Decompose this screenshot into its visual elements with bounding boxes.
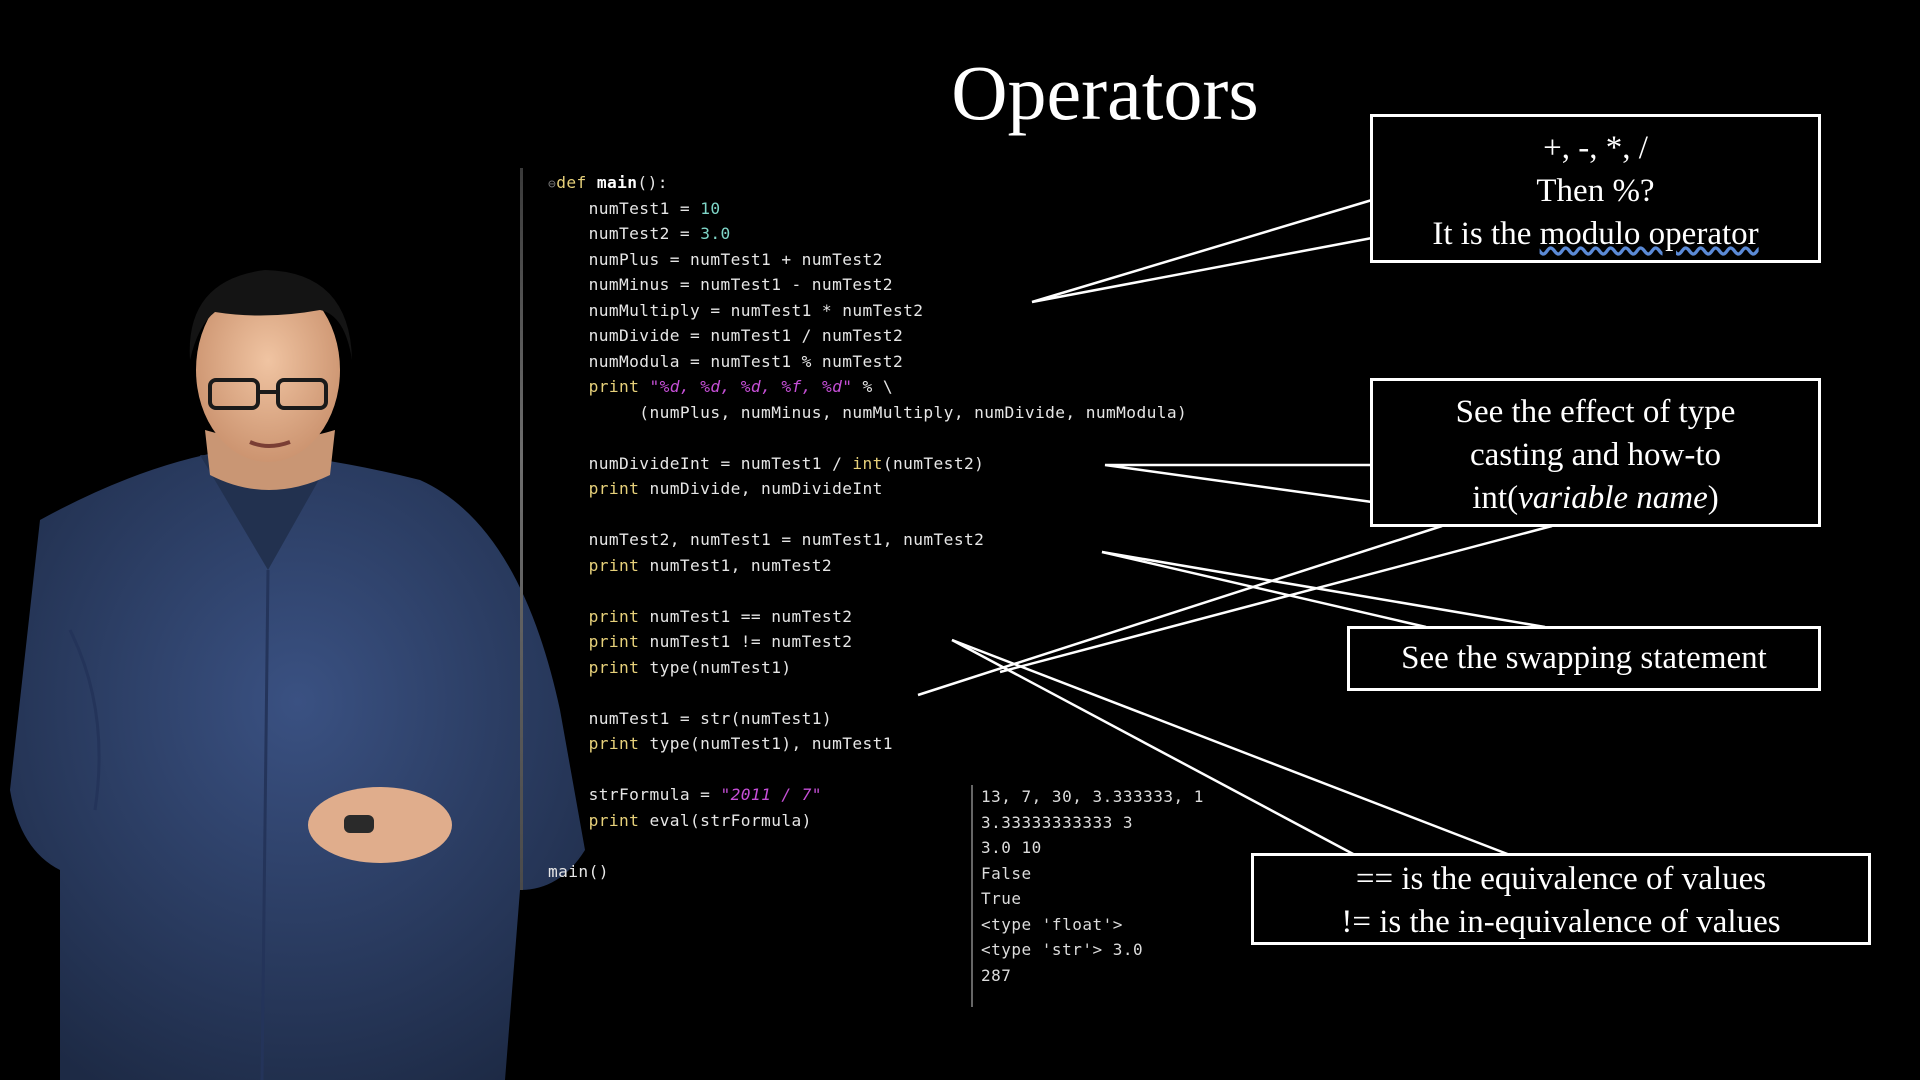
editor-gutter-divider bbox=[520, 168, 523, 890]
code-line: print type(numTest1), numTest1 bbox=[548, 734, 893, 753]
code-line: main() bbox=[548, 861, 609, 881]
code-line: numTest1 = 10 bbox=[548, 198, 721, 218]
code-line: print numTest1 != numTest2 bbox=[548, 632, 853, 651]
output-line: 287 bbox=[981, 965, 1012, 985]
output-line: <type 'str'> 3.0 bbox=[981, 940, 1144, 959]
output-line: 3.33333333333 3 bbox=[981, 812, 1133, 832]
type-casting-callout: See the effect of type casting and how-t… bbox=[1370, 378, 1821, 527]
code-line bbox=[548, 578, 1187, 604]
code-line: print numDivide, numDivideInt bbox=[548, 479, 883, 498]
code-line: numModula = numTest1 % numTest2 bbox=[548, 351, 904, 371]
presenter-face bbox=[196, 278, 340, 462]
code-line: numPlus = numTest1 + numTest2 bbox=[548, 249, 883, 269]
output-line: False bbox=[981, 863, 1032, 883]
code-line bbox=[548, 502, 1187, 528]
swap-callout: See the swapping statement bbox=[1347, 626, 1821, 691]
presenter-figure bbox=[10, 270, 585, 1080]
code-line: numDivide = numTest1 / numTest2 bbox=[548, 326, 904, 345]
presenter-hair bbox=[189, 270, 352, 360]
code-listing: ⊖def main(): numTest1 = 10 numTest2 = 3.… bbox=[548, 170, 1187, 884]
output-line: 3.0 10 bbox=[981, 838, 1042, 857]
code-line: (numPlus, numMinus, numMultiply, numDivi… bbox=[548, 402, 1188, 422]
output-divider bbox=[971, 785, 973, 1007]
slide-title: Operators bbox=[951, 49, 1259, 136]
modulo-callout: +, -, *, / Then %? It is the modulo oper… bbox=[1370, 114, 1821, 263]
code-line: print eval(strFormula) bbox=[548, 810, 812, 830]
code-line bbox=[548, 425, 1187, 451]
code-line: numTest2 = 3.0 bbox=[548, 224, 731, 243]
code-line bbox=[548, 757, 1187, 783]
code-line: print "%d, %d, %d, %f, %d" % \ bbox=[548, 377, 893, 396]
output-line: 13, 7, 30, 3.333333, 1 bbox=[981, 787, 1204, 806]
presenter-shirt bbox=[10, 450, 585, 1080]
code-line: numMultiply = numTest1 * numTest2 bbox=[548, 300, 924, 320]
equivalence-callout: == is the equivalence of values != is th… bbox=[1251, 853, 1871, 945]
code-line: numTest1 = str(numTest1) bbox=[548, 708, 833, 728]
code-line: ⊖def main(): bbox=[548, 173, 668, 192]
code-line: print numTest1 == numTest2 bbox=[548, 606, 853, 626]
program-output: 13, 7, 30, 3.333333, 1 3.33333333333 3 3.0… bbox=[981, 784, 1204, 988]
code-line: print numTest1, numTest2 bbox=[548, 555, 833, 575]
code-line: numTest2, numTest1 = numTest1, numTest2 bbox=[548, 530, 985, 549]
code-line: strFormula = "2011 / 7" bbox=[548, 785, 822, 804]
fold-marker-icon: ⊖ bbox=[548, 177, 557, 192]
code-line bbox=[548, 680, 1187, 706]
output-line: True bbox=[981, 889, 1022, 908]
output-line: <type 'float'> bbox=[981, 914, 1123, 934]
code-line: numDivideInt = numTest1 / int(numTest2) bbox=[548, 453, 985, 473]
presenter-hands bbox=[308, 787, 452, 863]
code-line: numMinus = numTest1 - numTest2 bbox=[548, 275, 893, 294]
code-line: print type(numTest1) bbox=[548, 657, 792, 677]
